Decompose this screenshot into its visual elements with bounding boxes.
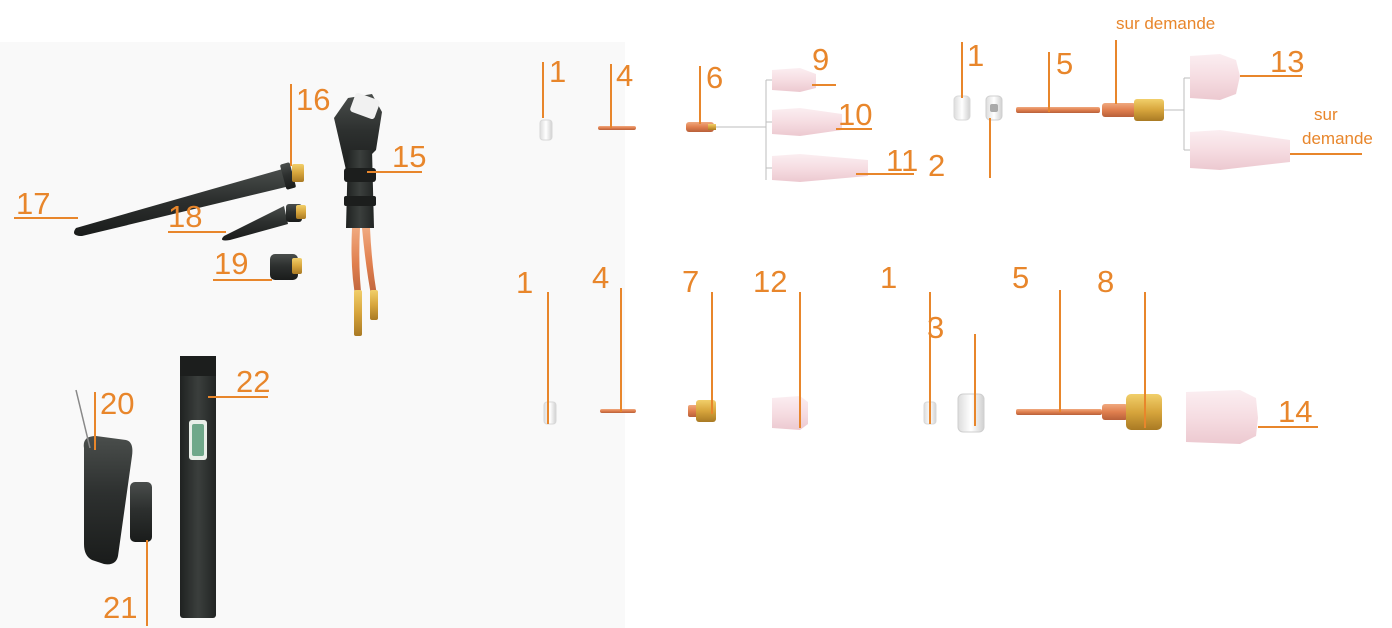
callout-4-row1: 4 xyxy=(616,60,633,91)
callout-19: 19 xyxy=(214,248,248,279)
callout-1-row1: 1 xyxy=(549,56,566,87)
on-request-note-top: sur demande xyxy=(1116,15,1215,33)
callout-13: 13 xyxy=(1270,46,1304,77)
callout-5-row1: 5 xyxy=(1056,48,1073,79)
callout-7: 7 xyxy=(682,266,699,297)
callout-15: 15 xyxy=(392,141,426,172)
callout-3: 3 xyxy=(927,312,944,343)
callout-9: 9 xyxy=(812,44,829,75)
callout-17: 17 xyxy=(16,188,50,219)
callout-8: 8 xyxy=(1097,266,1114,297)
callout-2: 2 xyxy=(928,150,945,181)
callout-14: 14 xyxy=(1278,396,1312,427)
callout-10: 10 xyxy=(838,99,872,130)
callout-1-row2: 1 xyxy=(516,267,533,298)
callout-20: 20 xyxy=(100,388,134,419)
callout-1-gaslens1: 1 xyxy=(967,40,984,71)
callout-16: 16 xyxy=(296,84,330,115)
callout-12: 12 xyxy=(753,266,787,297)
callout-22: 22 xyxy=(236,366,270,397)
callout-6: 6 xyxy=(706,62,723,93)
on-request-note-side-line2: demande xyxy=(1302,130,1373,148)
callout-1-gaslens2: 1 xyxy=(880,262,897,293)
callout-11: 11 xyxy=(886,145,918,176)
callout-4-row2: 4 xyxy=(592,262,609,293)
callout-21: 21 xyxy=(103,592,137,623)
on-request-note-side-line1: sur xyxy=(1314,106,1338,124)
callout-5-row2: 5 xyxy=(1012,262,1029,293)
callout-18: 18 xyxy=(168,201,202,232)
